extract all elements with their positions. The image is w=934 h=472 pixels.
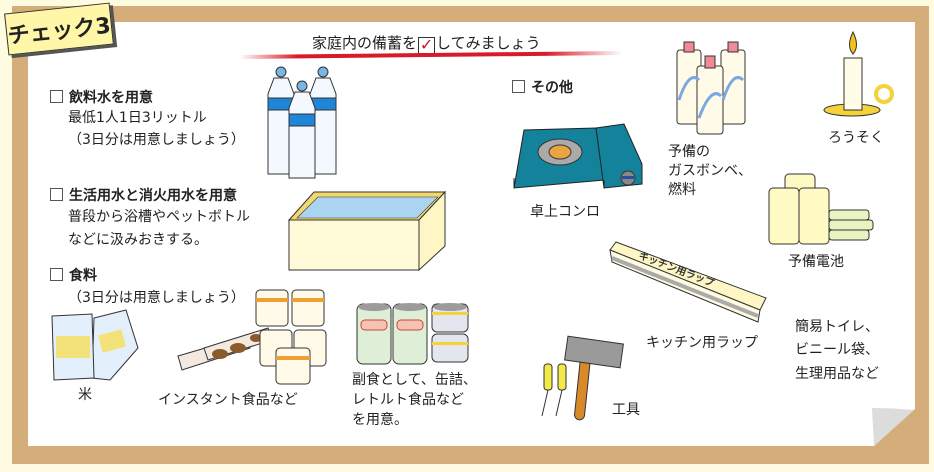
bathtub-icon bbox=[287, 190, 447, 272]
candle-label: ろうそく bbox=[828, 130, 884, 146]
checkbox[interactable] bbox=[50, 268, 63, 281]
water-heading[interactable]: 飲料水を用意 bbox=[50, 88, 153, 108]
utility-line-1: 普段から浴槽やペットボトル bbox=[68, 209, 250, 225]
canned-line-1: 副食として、缶詰、 bbox=[352, 372, 477, 388]
misc-line-3: 生理用品など bbox=[795, 366, 879, 382]
utility-line-2: などに汲みおきする。 bbox=[68, 232, 208, 248]
utility-water-heading[interactable]: 生活用水と消火用水を用意 bbox=[50, 186, 237, 206]
water-line-2: （3日分は用意しましょう） bbox=[68, 132, 245, 148]
page-title: 家庭内の備蓄を✓してみましょう bbox=[312, 32, 541, 54]
gas-line-2: ガスボンベ、 bbox=[668, 163, 752, 179]
page-curl-decoration bbox=[872, 408, 916, 446]
checkbox[interactable] bbox=[50, 90, 63, 103]
heading-label: 食料 bbox=[69, 268, 97, 284]
canned-food-icon bbox=[356, 303, 469, 365]
checkbox[interactable] bbox=[512, 80, 525, 93]
gas-line-3: 燃料 bbox=[668, 182, 696, 198]
other-heading[interactable]: その他 bbox=[512, 78, 573, 98]
batteries-icon bbox=[768, 173, 874, 245]
stove-label: 卓上コンロ bbox=[530, 204, 600, 220]
misc-line-1: 簡易トイレ、 bbox=[795, 319, 879, 335]
portable-stove-icon bbox=[513, 123, 643, 189]
candle-icon bbox=[823, 30, 894, 117]
title-text: 家庭内の備蓄を bbox=[312, 34, 418, 52]
tools-label: 工具 bbox=[612, 402, 640, 418]
checkbox-check-icon: ✓ bbox=[418, 35, 436, 54]
water-bottles-icon bbox=[267, 66, 337, 179]
canned-line-2: レトルト食品など bbox=[352, 392, 464, 408]
rice-label: 米 bbox=[78, 387, 92, 403]
tools-icon bbox=[541, 335, 624, 421]
wrap-label: キッチン用ラップ bbox=[646, 335, 758, 351]
instant-food-label: インスタント食品など bbox=[158, 392, 298, 408]
food-line-1: （3日分は用意しましょう） bbox=[68, 290, 245, 306]
battery-label: 予備電池 bbox=[788, 254, 844, 270]
heading-label: その他 bbox=[531, 80, 573, 96]
checkbox[interactable] bbox=[50, 188, 63, 201]
content-panel bbox=[28, 22, 915, 446]
heading-label: 飲料水を用意 bbox=[69, 90, 153, 106]
gas-line-1: 予備の bbox=[668, 144, 710, 160]
kitchen-wrap-icon: キッチン用ラップ bbox=[609, 241, 767, 323]
canned-line-3: を用意。 bbox=[352, 412, 408, 428]
water-line-1: 最低1人1日3リットル bbox=[68, 110, 207, 126]
gas-canisters-icon bbox=[676, 41, 746, 135]
heading-label: 生活用水と消火用水を用意 bbox=[69, 188, 237, 204]
rice-bags-icon bbox=[51, 309, 139, 381]
misc-line-2: ビニール袋、 bbox=[795, 342, 879, 358]
instant-food-icon bbox=[177, 289, 327, 385]
title-text-end: してみましょう bbox=[436, 34, 541, 52]
food-heading[interactable]: 食料 bbox=[50, 266, 97, 286]
